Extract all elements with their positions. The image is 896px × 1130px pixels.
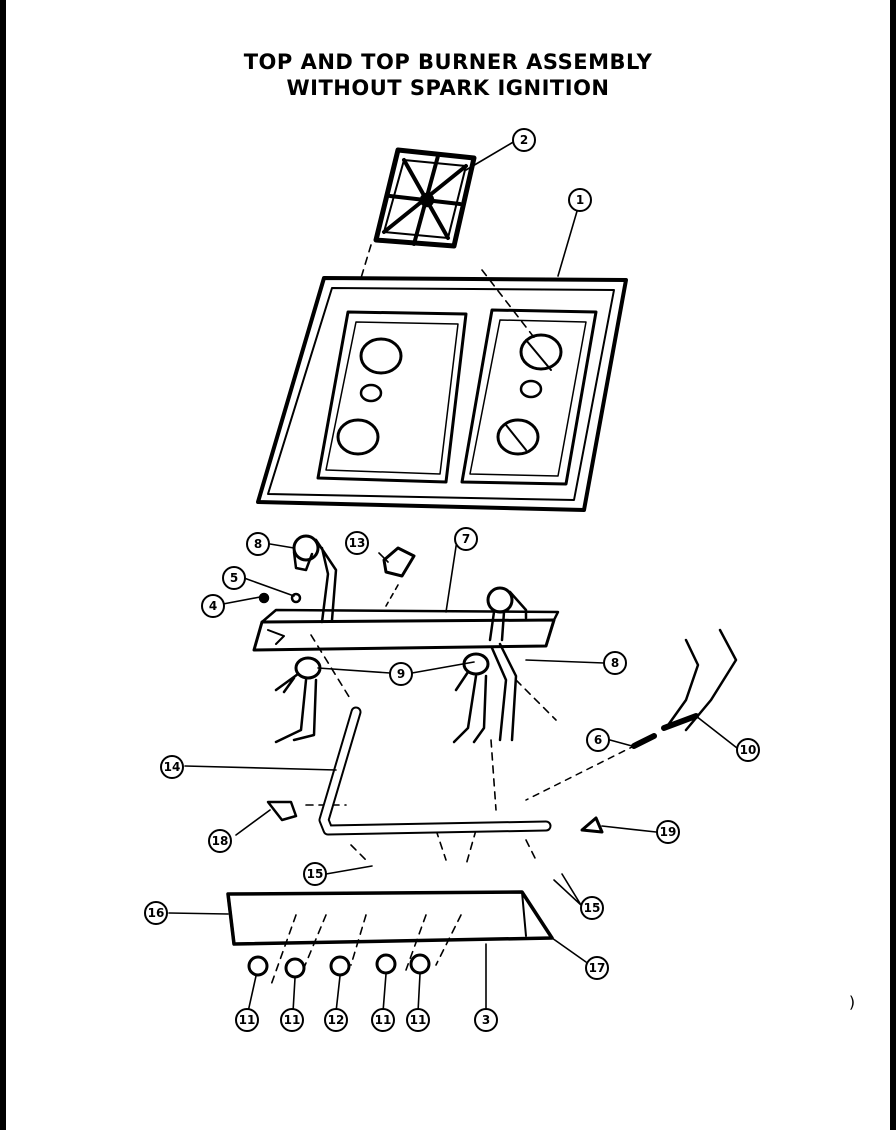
svg-text:11: 11 — [239, 1013, 256, 1027]
svg-text:9: 9 — [397, 667, 405, 681]
svg-text:13: 13 — [349, 536, 366, 550]
callout-18: 18 — [208, 829, 232, 853]
burner-support-bar — [252, 608, 560, 652]
callout-15-right: 15 — [580, 896, 604, 920]
control-panel — [226, 890, 554, 946]
thermocouple-tube — [525, 628, 738, 801]
svg-text:15: 15 — [307, 867, 324, 881]
screw-part — [258, 592, 270, 604]
svg-text:5: 5 — [230, 571, 238, 585]
exploded-view-drawing: 1 2 3 4 5 6 7 8 8 9 10 11 11 11 11 12 13… — [144, 128, 855, 1032]
svg-text:8: 8 — [254, 537, 262, 551]
svg-text:19: 19 — [660, 825, 677, 839]
svg-text:17: 17 — [589, 961, 606, 975]
callout-3: 3 — [474, 1008, 498, 1032]
control-knobs — [247, 953, 431, 979]
callout-15-left: 15 — [303, 862, 327, 886]
svg-text:8: 8 — [611, 656, 619, 670]
callout-11-d: 11 — [406, 1008, 430, 1032]
svg-text:7: 7 — [462, 532, 470, 546]
callout-13: 13 — [345, 531, 369, 555]
svg-text:3: 3 — [482, 1013, 490, 1027]
valve-part — [382, 546, 416, 607]
svg-text:11: 11 — [375, 1013, 392, 1027]
svg-text:15: 15 — [584, 901, 601, 915]
svg-text:18: 18 — [212, 834, 229, 848]
burner-heads — [274, 642, 518, 744]
callout-11-c: 11 — [371, 1008, 395, 1032]
svg-text:6: 6 — [594, 733, 602, 747]
callout-17: 17 — [585, 956, 609, 980]
diagram-title-line1: TOP AND TOP BURNER ASSEMBLY — [243, 50, 653, 74]
callout-labels: 1 2 3 4 5 6 7 8 8 9 10 11 11 11 11 12 13… — [144, 128, 855, 1032]
manifold-tube — [318, 706, 552, 836]
callout-12: 12 — [324, 1008, 348, 1032]
svg-text:2: 2 — [520, 133, 528, 147]
callout-14: 14 — [160, 755, 184, 779]
stray-mark: ) — [849, 993, 855, 1012]
svg-text:11: 11 — [410, 1013, 427, 1027]
washer-part — [290, 592, 302, 604]
cooktop-part — [256, 276, 628, 512]
callout-6: 6 — [586, 728, 610, 752]
bracket-part-19 — [580, 816, 604, 834]
svg-text:11: 11 — [284, 1013, 301, 1027]
svg-text:4: 4 — [209, 599, 217, 613]
left-burner — [292, 534, 338, 624]
svg-text:12: 12 — [328, 1013, 345, 1027]
svg-text:10: 10 — [740, 743, 757, 757]
callout-11-b: 11 — [280, 1008, 304, 1032]
callout-2: 2 — [512, 128, 536, 152]
callout-5: 5 — [222, 566, 246, 590]
callout-11-a: 11 — [235, 1008, 259, 1032]
diagram-title-line2: WITHOUT SPARK IGNITION — [286, 76, 610, 100]
callout-8-left: 8 — [246, 532, 270, 556]
callout-4: 4 — [201, 594, 225, 618]
svg-text:16: 16 — [148, 906, 165, 920]
callout-1: 1 — [568, 188, 592, 212]
callout-8-right: 8 — [603, 651, 627, 675]
bracket-part-18 — [266, 800, 298, 822]
svg-text:14: 14 — [164, 760, 181, 774]
callout-16: 16 — [144, 901, 168, 925]
callout-19: 19 — [656, 820, 680, 844]
grate-part — [373, 147, 477, 249]
callout-7: 7 — [454, 527, 478, 551]
leader-lines — [168, 140, 738, 1013]
svg-text:1: 1 — [576, 193, 584, 207]
callout-9: 9 — [389, 662, 413, 686]
right-burner — [486, 586, 528, 642]
callout-10: 10 — [736, 738, 760, 762]
